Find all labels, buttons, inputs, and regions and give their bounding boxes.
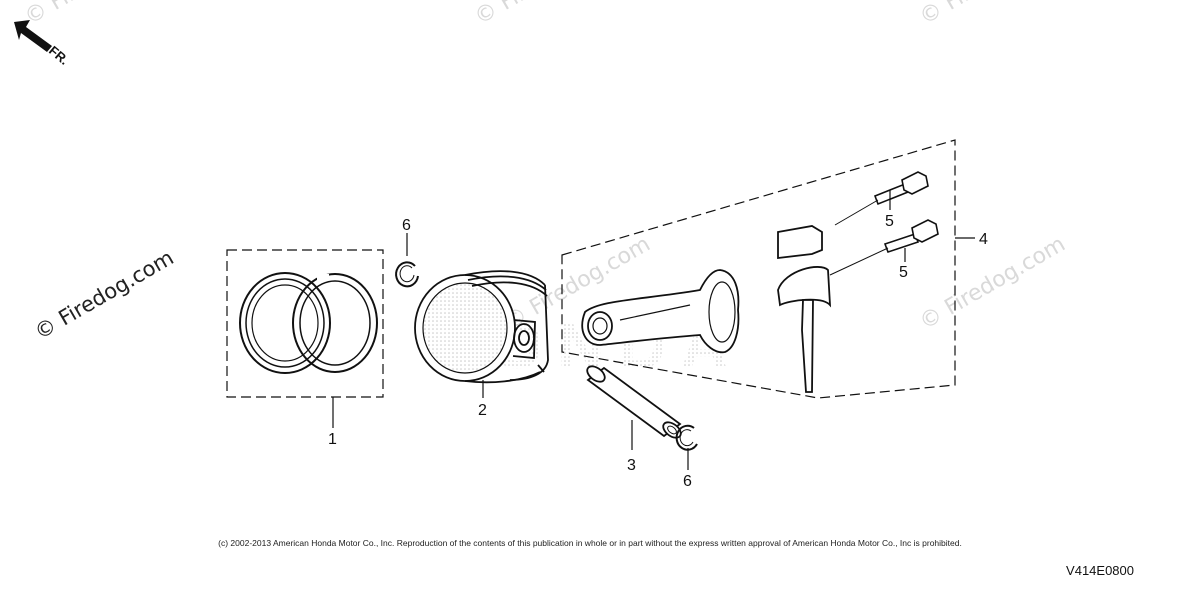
- piston: [414, 270, 549, 384]
- pin-clip-top: [395, 261, 419, 288]
- diagram-code: V414E0800: [1066, 563, 1134, 578]
- connecting-rod-cap: [777, 225, 832, 393]
- rod-bolt-upper: [834, 171, 929, 226]
- callout-2: 2: [478, 402, 487, 419]
- piston-rings: [226, 249, 384, 398]
- piston-pin: [586, 365, 682, 439]
- connecting-rod: [581, 269, 740, 354]
- front-direction-arrow: FR.: [14, 20, 72, 68]
- watermark: © Firedog.com: [21, 0, 175, 30]
- pin-clip-bottom: [675, 424, 698, 451]
- callout-3: 3: [627, 457, 636, 474]
- callout-1: 1: [328, 431, 337, 448]
- copyright-notice: (c) 2002-2013 American Honda Motor Co., …: [218, 538, 962, 548]
- callout-4: 4: [979, 231, 988, 248]
- piston-rings-box: [226, 249, 384, 398]
- watermark: © Firedog.com: [471, 0, 625, 30]
- watermark: © Firedog.com: [916, 232, 1070, 335]
- connecting-rod-assembly-box: [561, 139, 956, 399]
- callout-5-lower: 5: [899, 264, 908, 281]
- watermark: © Firedog.com: [916, 0, 1070, 30]
- rod-bolt-lower: [829, 219, 939, 276]
- arrow-icon: [14, 20, 52, 52]
- callout-6-bottom: 6: [683, 473, 692, 490]
- watermark: © Firedog.com: [31, 245, 178, 344]
- callout-5-upper: 5: [885, 213, 894, 230]
- callout-6-top: 6: [402, 217, 411, 234]
